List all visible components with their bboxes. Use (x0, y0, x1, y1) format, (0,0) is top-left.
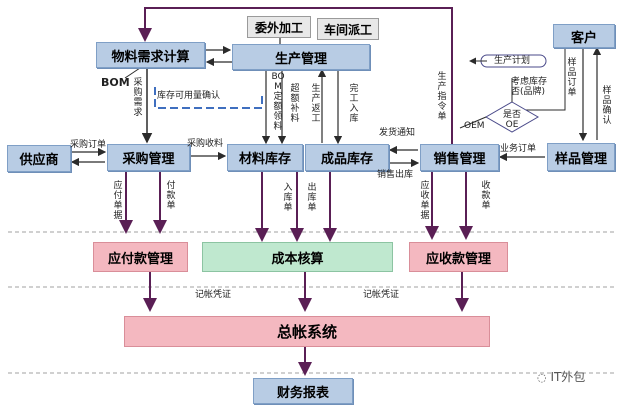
mrp-box: 物料需求计算 (96, 42, 205, 68)
bom-left-label: BOM (101, 76, 130, 89)
finish-in-label: 完工入库 (349, 84, 359, 124)
ship-notice-label: 发货通知 (379, 128, 416, 138)
sales-box: 销售管理 (420, 144, 499, 171)
oem-label: OEM (464, 121, 485, 131)
ap-box: 应付款管理 (93, 242, 188, 272)
customer-box: 客户 (553, 24, 615, 48)
bom-mid-label: BOM定额领料 (271, 72, 285, 132)
purchase-box: 采购管理 (107, 144, 190, 171)
product-stock-box: 成品库存 (305, 144, 389, 171)
material-stock-box: 材料库存 (227, 144, 303, 171)
prod-return-label: 生产返工 (311, 84, 321, 124)
out-doc-label: 出库单 (307, 183, 317, 213)
sales-to-mrp-line (138, 7, 453, 145)
outsource-box: 委外加工 (247, 16, 311, 38)
ar-box: 应收款管理 (409, 242, 508, 272)
watermark: ◌ IT外包 (537, 368, 585, 385)
cost-box: 成本核算 (202, 242, 393, 272)
sales-out-label: 销售出库 (377, 170, 414, 180)
gl-box: 总帐系统 (124, 316, 490, 347)
production-box: 生产管理 (232, 44, 370, 70)
report-box: 财务报表 (253, 378, 353, 404)
receivable-doc-label: 应收单据 (420, 181, 430, 221)
purchase-order-label: 采购订单 (70, 140, 107, 150)
over-feed-label: 超额补料 (290, 84, 300, 124)
is-oem-label: 是否OE (502, 110, 521, 130)
in-doc-label: 入库单 (283, 183, 293, 213)
stock-confirm-label: 库存可用量确认 (157, 91, 221, 101)
prod-order-label: 生产指令单 (437, 72, 447, 122)
workshop-box: 车间派工 (317, 18, 379, 40)
watermark-text: IT外包 (550, 370, 586, 384)
supplier-box: 供应商 (7, 145, 71, 172)
purchase-req-label: 采购需求 (133, 78, 143, 118)
payment-doc-label: 付款单 (166, 181, 176, 211)
sample-confirm-label: 样品确认 (602, 86, 612, 126)
sample-order-label: 样品订单 (567, 58, 577, 98)
sample-box: 样品管理 (547, 143, 615, 171)
voucher-label: 记帐凭证 (195, 290, 232, 300)
receipt-doc-label: 收款单 (481, 181, 491, 211)
consider-stock-label: 考虑库存否(品牌) (511, 77, 548, 97)
voucher-label: 记帐凭证 (363, 290, 400, 300)
payable-doc-label: 应付单据 (113, 181, 123, 221)
business-order-label: 业务订单 (500, 144, 537, 154)
purchase-receive-label: 采购收料 (187, 139, 224, 149)
wechat-icon: ◌ (537, 371, 547, 384)
prod-plan-label: 生产计划 (494, 56, 531, 66)
